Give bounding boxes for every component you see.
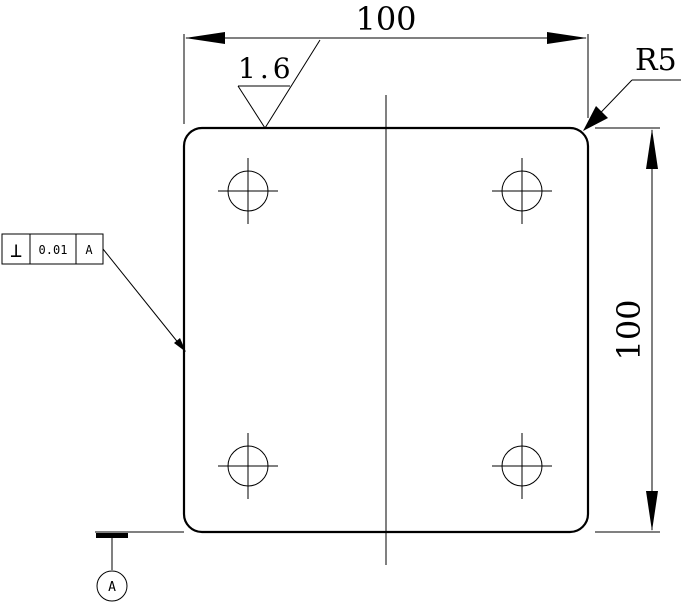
radius-leader: R5 [583,43,681,131]
arrowhead-top [646,129,658,169]
radius-value: R5 [635,43,677,78]
tolerance-value: 0.01 [39,243,68,257]
hole-top-right [492,158,552,224]
roughness-value: 1.6 [238,52,295,85]
frame-datum-reference: A [85,243,93,257]
datum-label: A [108,580,116,595]
hole-top-left [218,158,278,224]
feature-control-frame: ⊥ 0.01 A [1,233,186,352]
width-dimension: 100 [183,0,589,124]
arrowhead-right [547,32,587,44]
radius-arrowhead [583,106,608,131]
frame-leader-arrowhead [174,338,186,352]
hole-bottom-left [218,433,278,499]
datum-symbol: A [95,531,184,602]
height-dimension: 100 [595,127,660,533]
width-dimension-value: 100 [355,0,416,38]
arrowhead-bottom [646,491,658,531]
height-dimension-value: 100 [610,299,648,360]
perpendicularity-symbol: ⊥ [10,238,22,262]
arrowhead-left [185,32,225,44]
surface-roughness-symbol: 1.6 [237,39,321,129]
hole-bottom-right [492,433,552,499]
